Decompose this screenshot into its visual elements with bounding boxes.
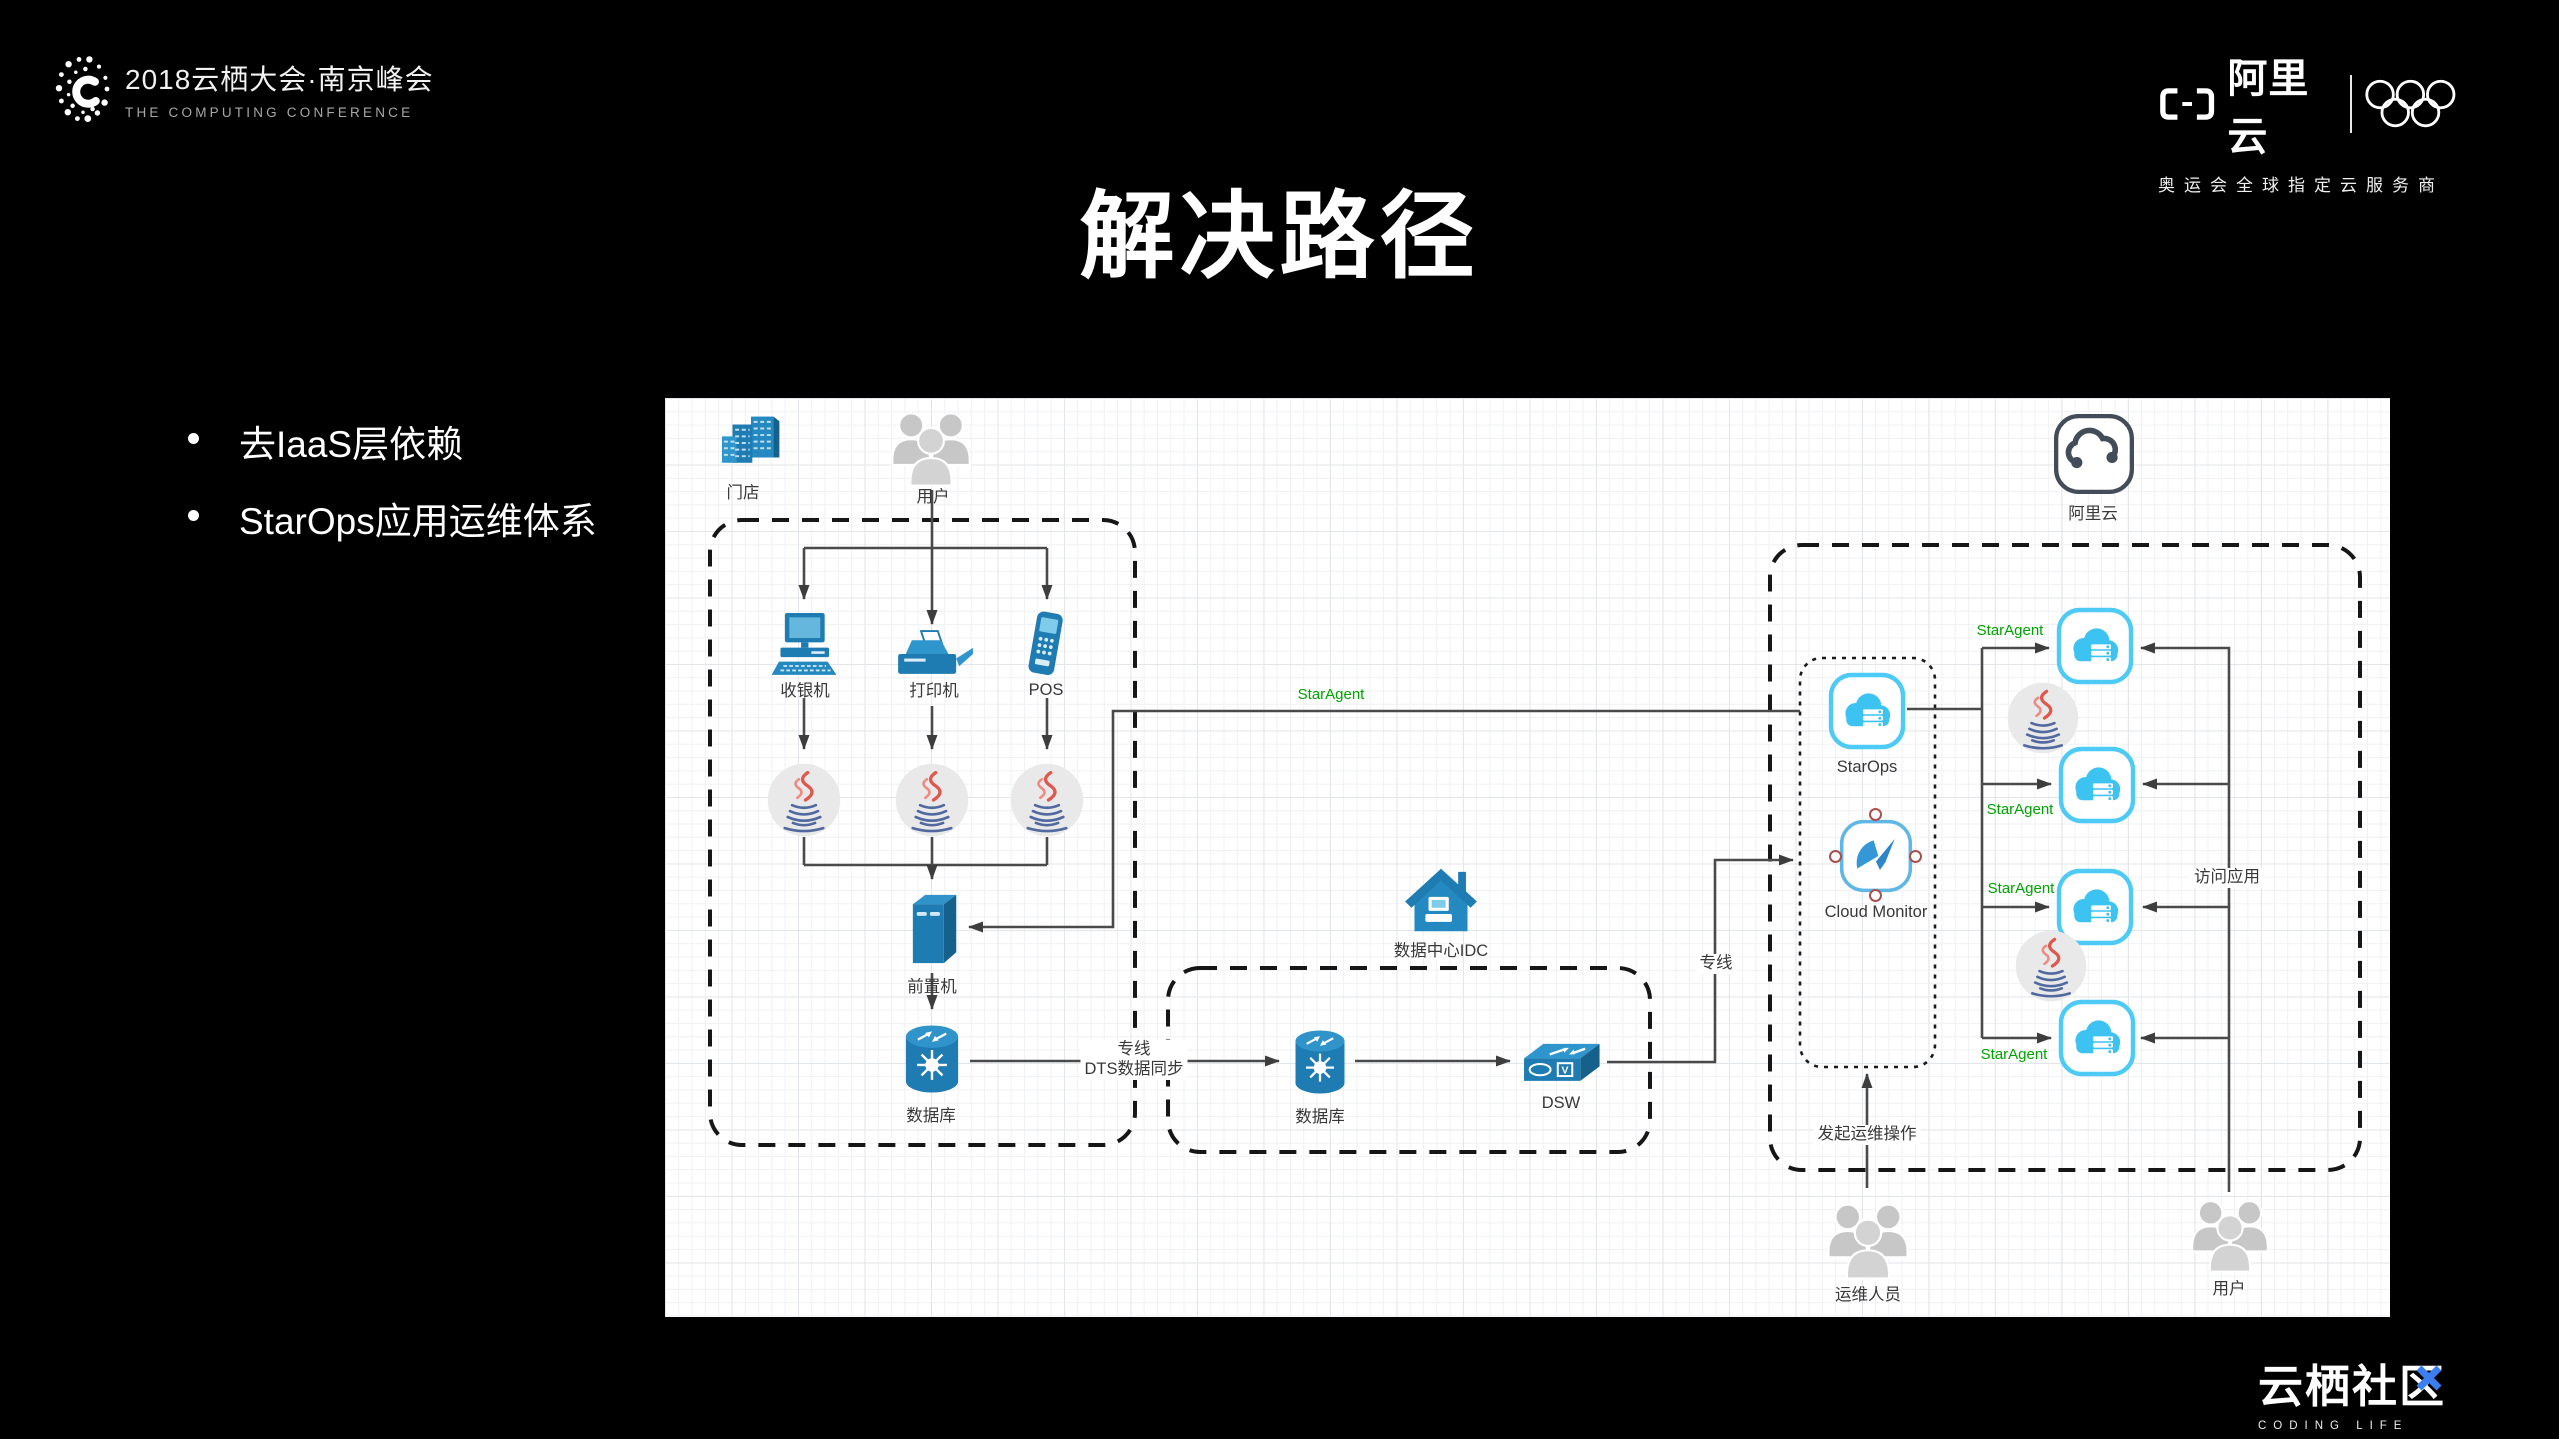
store-label: 门店 bbox=[726, 484, 760, 502]
staragent-label: StarAgent bbox=[1987, 880, 2055, 897]
idc-label: 数据中心IDC bbox=[1393, 942, 1489, 960]
ops-staff-icon bbox=[1824, 1194, 1912, 1287]
access-app-label: 访问应用 bbox=[2190, 868, 2264, 888]
aliyun-label: 阿里云 bbox=[2068, 505, 2118, 523]
selection-handle bbox=[1869, 808, 1882, 821]
aliyun-brackets-icon bbox=[2158, 84, 2216, 124]
community-name: 云栖社区 bbox=[2258, 1350, 2446, 1415]
bullet-text: StarOps应用运维体系 bbox=[239, 501, 597, 542]
staragent-label: StarAgent bbox=[1986, 801, 2054, 818]
users-bottom-icon bbox=[2188, 1191, 2272, 1280]
selection-handle bbox=[1909, 850, 1922, 863]
idc-group-box bbox=[1166, 966, 1652, 1154]
selection-handle bbox=[1869, 889, 1882, 902]
pos-label: POS bbox=[1028, 681, 1064, 699]
dedicated-line-text: 专线 bbox=[1117, 1040, 1151, 1058]
front-server-icon bbox=[902, 885, 964, 978]
staragent-label: StarAgent bbox=[1976, 622, 2044, 639]
bullet-text: 去IaaS层依赖 bbox=[239, 424, 464, 465]
selection-handle bbox=[1829, 850, 1842, 863]
computing-conference-icon bbox=[55, 52, 111, 126]
java-icon bbox=[1010, 763, 1084, 842]
dsw-label: DSW bbox=[1541, 1094, 1581, 1112]
app-server-cloud-icon bbox=[2057, 998, 2137, 1083]
app-server-cloud-icon bbox=[2057, 745, 2137, 830]
brand-divider bbox=[2350, 75, 2353, 133]
brand-name: 阿里云 bbox=[2227, 57, 2310, 159]
brand-tagline: 奥运会全球指定云服务商 bbox=[2158, 176, 2444, 195]
starops-icon bbox=[1827, 671, 1907, 756]
dsw-v-badge: V bbox=[1562, 1066, 1569, 1077]
bullet-item: StarOps应用运维体系 bbox=[188, 491, 597, 545]
staragent-main-label: StarAgent bbox=[1297, 686, 1365, 703]
cloud-monitor-icon bbox=[1829, 808, 1922, 902]
community-tagline: CODING LIFE bbox=[2258, 1420, 2409, 1432]
cashier-label: 收银机 bbox=[780, 682, 830, 700]
java-icon bbox=[2015, 930, 2087, 1007]
dts-sync-label: 专线 DTS数据同步 bbox=[1080, 1040, 1188, 1080]
store-icon bbox=[718, 411, 784, 476]
pos-icon bbox=[1018, 608, 1073, 685]
conference-subtitle: THE COMPUTING CONFERENCE bbox=[125, 105, 414, 120]
bullet-dot bbox=[188, 510, 199, 521]
starops-group-box bbox=[1798, 656, 1937, 1069]
printer-icon bbox=[892, 628, 976, 688]
store-group-box bbox=[708, 518, 1137, 1147]
db-store-icon bbox=[894, 1018, 970, 1105]
java-icon bbox=[767, 763, 841, 842]
cloud-monitor-label: Cloud Monitor bbox=[1824, 903, 1928, 921]
conference-logo-block: 2018云栖大会·南京峰会 THE COMPUTING CONFERENCE bbox=[55, 52, 434, 126]
diagram-wires bbox=[708, 490, 2362, 1192]
users-top-label: 用户 bbox=[916, 488, 950, 506]
community-name-text: 云栖社区 bbox=[2258, 1361, 2447, 1412]
db-idc-label: 数据库 bbox=[1295, 1108, 1345, 1126]
starops-label: StarOps bbox=[1836, 758, 1898, 776]
page-title: 解决路径 bbox=[1079, 184, 1480, 290]
community-x-icon bbox=[2416, 1365, 2442, 1391]
aliyun-cloud-icon bbox=[2050, 411, 2138, 502]
conference-title: 2018云栖大会·南京峰会 bbox=[125, 64, 434, 95]
java-icon bbox=[895, 763, 969, 842]
ops-staff-label: 运维人员 bbox=[1835, 1286, 1901, 1304]
db-store-label: 数据库 bbox=[906, 1107, 956, 1125]
community-logo-block: 云栖社区 CODING LIFE bbox=[2258, 1350, 2446, 1432]
front-server-label: 前置机 bbox=[907, 978, 957, 996]
printer-label: 打印机 bbox=[909, 682, 959, 700]
app-server-cloud-icon bbox=[2055, 606, 2135, 691]
staragent-label: StarAgent bbox=[1980, 1046, 2048, 1063]
cashier-icon bbox=[768, 610, 843, 685]
dsw-switch-icon: V bbox=[1516, 1038, 1606, 1095]
aliyun-group-box bbox=[1768, 543, 2362, 1172]
idc-house-icon bbox=[1402, 862, 1480, 943]
db-idc-icon bbox=[1285, 1022, 1355, 1107]
olympic-rings-icon bbox=[2363, 76, 2458, 132]
bullet-item: 去IaaS层依赖 bbox=[188, 414, 463, 468]
users-top-icon bbox=[888, 403, 974, 494]
bullet-dot bbox=[188, 433, 199, 444]
diagram-panel: V 门店 用户 收银 bbox=[665, 398, 2390, 1317]
initiate-ops-label: 发起运维操作 bbox=[1813, 1125, 1921, 1145]
users-bottom-label: 用户 bbox=[2212, 1280, 2246, 1298]
dedicated-line-label: 专线 bbox=[1695, 954, 1737, 974]
dts-sync-text: DTS数据同步 bbox=[1084, 1059, 1184, 1078]
brand-block: 阿里云 奥运会全球指定云服务商 bbox=[2158, 46, 2458, 196]
